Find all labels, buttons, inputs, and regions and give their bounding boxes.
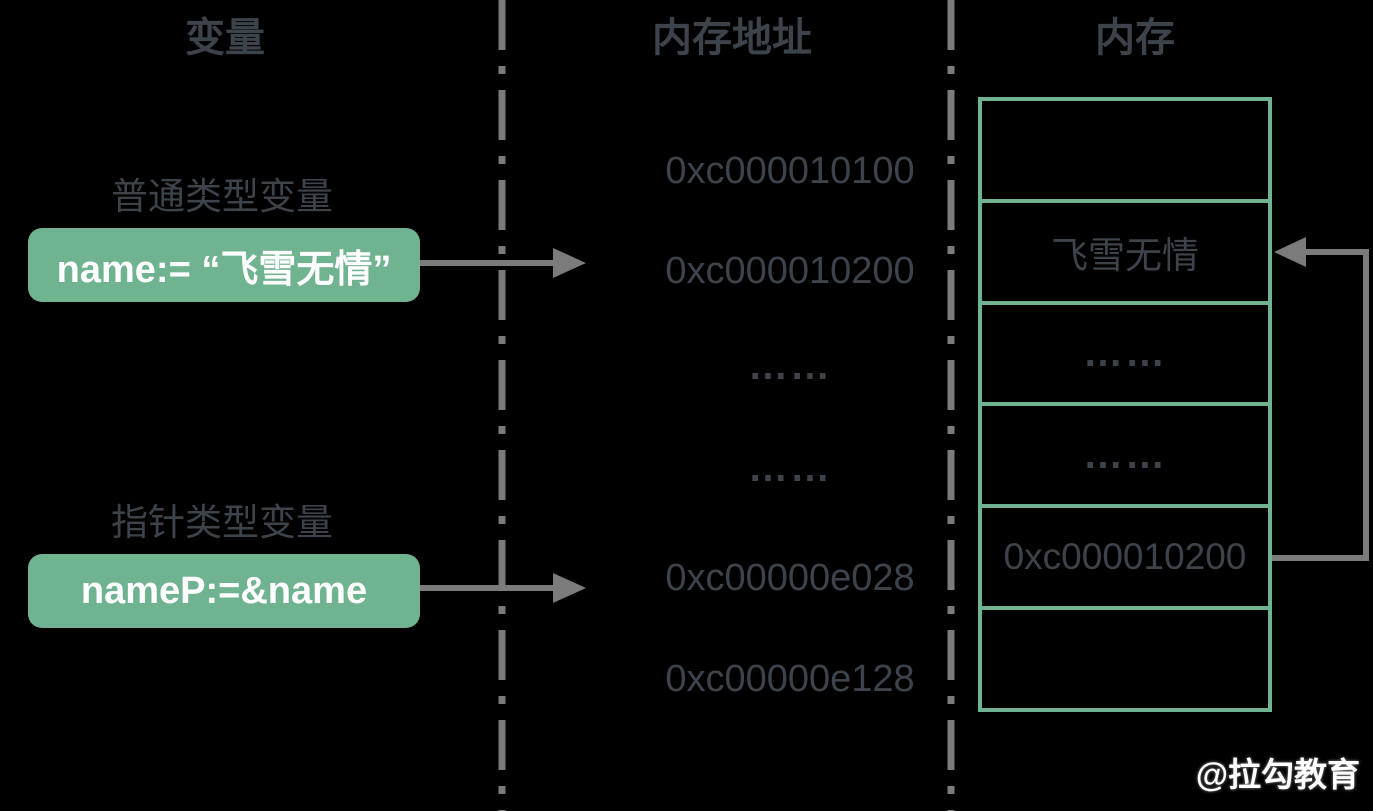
memory-cell-ellipsis-2: …… [982, 402, 1268, 504]
watermark-lagou-education: @拉勾教育 [1195, 756, 1360, 793]
memory-address-0: 0xc000010100 [665, 150, 915, 192]
memory-cell-5 [982, 606, 1268, 708]
variable-box-name: name:= “飞雪无情” [28, 228, 420, 302]
pointer-loop-arrowhead-icon [1274, 237, 1306, 267]
memory-cell-pointer-value: 0xc000010200 [982, 504, 1268, 606]
column-header-variable: 变量 [185, 16, 265, 60]
label-ordinary-type-variable: 普通类型变量 [111, 176, 333, 217]
column-header-memory-address: 内存地址 [652, 16, 812, 60]
memory-cell-0 [982, 101, 1268, 199]
memory-address-1: 0xc000010200 [665, 250, 915, 292]
memory-address-ellipsis-1: …… [748, 344, 832, 388]
memory-cell-ellipsis-1: …… [982, 300, 1268, 403]
label-pointer-type-variable: 指针类型变量 [111, 502, 333, 543]
column-header-memory: 内存 [1095, 16, 1175, 60]
memory-cell-name-value: 飞雪无情 [982, 198, 1268, 301]
memory-table: 飞雪无情 …… …… 0xc000010200 [978, 97, 1272, 712]
arrow-name-to-address-head-icon [553, 248, 586, 278]
memory-address-ellipsis-2: …… [748, 446, 832, 490]
memory-address-4: 0xc00000e028 [665, 557, 915, 599]
arrow-namep-to-address-head-icon [553, 573, 586, 603]
variable-box-namep: nameP:=&name [28, 554, 420, 628]
memory-address-5: 0xc00000e128 [665, 658, 915, 700]
pointer-loop-connector [1270, 249, 1369, 561]
